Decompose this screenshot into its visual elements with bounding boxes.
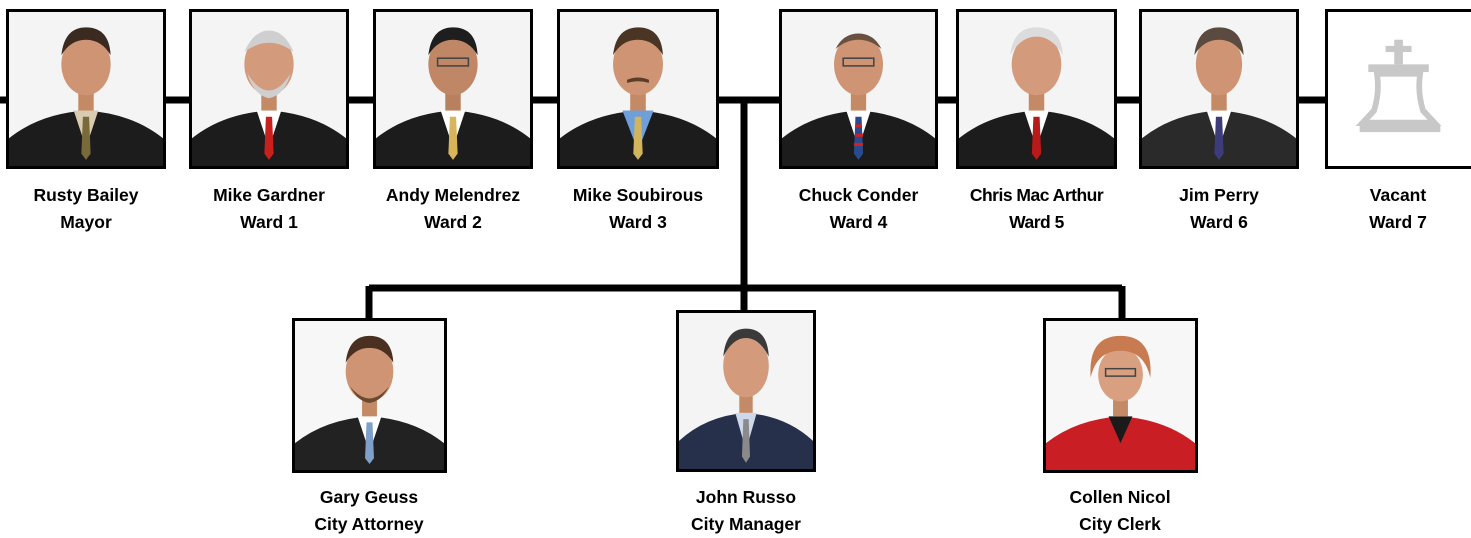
- person-title: Mayor: [60, 212, 112, 232]
- photo-city-attorney: [292, 318, 447, 473]
- photo-ward-6: [1139, 9, 1299, 169]
- person-name: Jim Perry: [1179, 185, 1259, 205]
- person-name: Gary Geuss: [319, 487, 419, 507]
- person-name: John Russo: [695, 487, 797, 507]
- person-name: Mike Soubirous: [572, 185, 704, 205]
- photo-ward-2: [373, 9, 533, 169]
- person-title: Ward 2: [424, 212, 482, 232]
- person-title: City Clerk: [1079, 514, 1161, 534]
- person-title: Ward 6: [1190, 212, 1248, 232]
- person-title: Ward 7: [1369, 212, 1427, 232]
- photo-ward-5: [956, 9, 1117, 169]
- person-name: Chris Mac Arthur: [969, 185, 1104, 205]
- person-title: Ward 1: [240, 212, 298, 232]
- photo-ward-3: [557, 9, 719, 169]
- person-name: Andy Melendrez: [385, 185, 521, 205]
- person-title: Ward 3: [609, 212, 667, 232]
- person-title: City Manager: [691, 514, 801, 534]
- person-name: Rusty Bailey: [33, 185, 139, 205]
- person-title: Ward 5: [1009, 212, 1064, 232]
- photo-ward-4: [779, 9, 938, 169]
- photo-ward-7-vacant: [1325, 9, 1471, 169]
- person-name: Vacant: [1369, 185, 1427, 205]
- person-name: Mike Gardner: [213, 185, 325, 205]
- person-name: Collen Nicol: [1069, 487, 1171, 507]
- photo-city-manager: [676, 310, 816, 472]
- person-title: Ward 4: [829, 212, 888, 232]
- photo-mayor: [6, 9, 166, 169]
- person-name: Chuck Conder: [798, 185, 919, 205]
- photo-ward-1: [189, 9, 349, 169]
- photo-city-clerk: [1043, 318, 1198, 473]
- person-title: City Attorney: [314, 514, 424, 534]
